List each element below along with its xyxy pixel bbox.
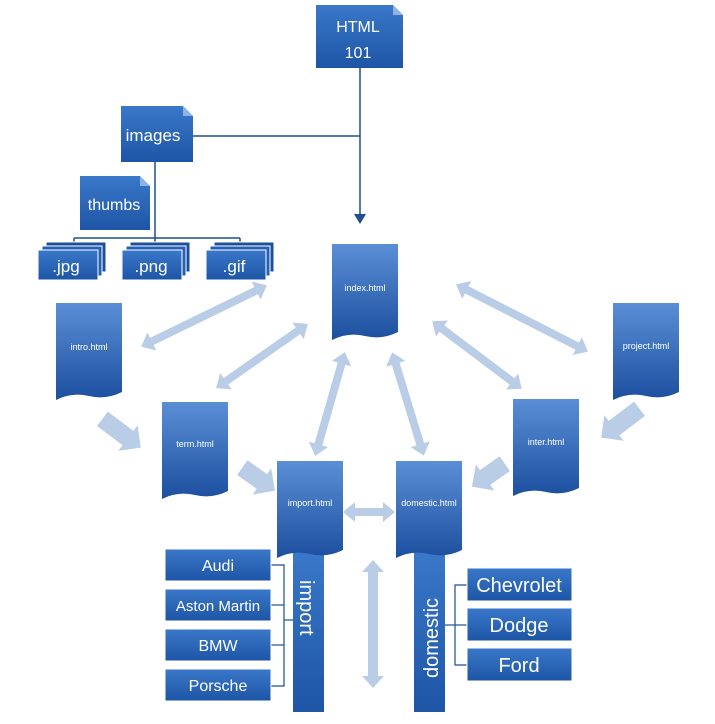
brand-label: Aston Martin	[176, 598, 260, 615]
node-images-folder[interactable]: images	[121, 106, 193, 162]
brand-label: BMW	[198, 638, 238, 655]
index-label: index.html	[344, 283, 385, 293]
arrow-intro-index	[141, 281, 267, 351]
domestic-label: domestic.html	[401, 498, 457, 508]
node-png-files[interactable]: .png	[121, 241, 191, 281]
brand-label: Ford	[498, 655, 539, 677]
node-gif-files[interactable]: .gif	[205, 241, 275, 281]
arrow-inter-domestic	[471, 456, 510, 491]
brand-audi[interactable]: Audi	[164, 548, 272, 582]
brand-label: Chevrolet	[476, 575, 562, 597]
thumbs-label: thumbs	[88, 197, 140, 214]
gif-label: .gif	[223, 257, 246, 276]
node-import-html[interactable]: import.html	[277, 461, 343, 558]
import-group-bar	[293, 550, 324, 712]
import-brand-bracket	[271, 564, 285, 687]
brand-dodge[interactable]: Dodge	[466, 607, 573, 642]
domestic-group-label: domestic	[421, 598, 443, 678]
brand-label: Dodge	[490, 615, 549, 637]
node-domestic-html[interactable]: domestic.html	[396, 461, 462, 558]
arrow-project-index	[456, 280, 588, 356]
term-label: term.html	[176, 439, 214, 449]
brand-ford[interactable]: Ford	[466, 647, 573, 682]
brand-chevrolet[interactable]: Chevrolet	[466, 567, 573, 602]
jpg-label: .jpg	[52, 257, 79, 276]
brand-connectors	[271, 564, 467, 687]
import-label: import.html	[288, 498, 333, 508]
brand-label: Porsche	[189, 678, 248, 695]
arrow-inter-index	[432, 320, 522, 390]
node-jpg-files[interactable]: .jpg	[37, 241, 107, 281]
brand-bmw[interactable]: BMW	[164, 628, 272, 662]
domestic-group-bar	[414, 550, 445, 712]
import-group-label: import	[295, 580, 317, 636]
arrow-import-index	[308, 352, 352, 456]
domestic-group: domestic	[414, 550, 445, 712]
root-label-line1: HTML	[336, 19, 380, 36]
node-intro-html[interactable]: intro.html	[56, 303, 122, 400]
intro-label: intro.html	[70, 342, 107, 352]
root-label-line2: 101	[345, 45, 372, 62]
tree-connectors	[73, 68, 366, 248]
import-group: import	[293, 550, 324, 712]
node-thumbs-folder[interactable]: thumbs	[80, 176, 150, 230]
brand-porsche[interactable]: Porsche	[164, 668, 272, 702]
arrow-project-inter	[601, 401, 645, 441]
brand-aston-martin[interactable]: Aston Martin	[164, 588, 272, 622]
images-label: images	[126, 126, 181, 145]
arrow-domestic-index	[386, 352, 430, 456]
arrow-intro-term	[97, 411, 141, 451]
arrow-import-domestic	[343, 502, 395, 522]
png-label: .png	[134, 257, 167, 276]
block-arrows	[97, 280, 645, 688]
root-to-index-arrowhead	[354, 214, 366, 224]
node-html-101[interactable]: HTML 101	[316, 5, 403, 68]
arrow-term-import	[237, 460, 276, 495]
import-brand-list: Audi Aston Martin BMW Porsche	[164, 548, 272, 702]
node-project-html[interactable]: project.html	[613, 303, 679, 400]
domestic-brand-list: Chevrolet Dodge Ford	[466, 567, 573, 682]
node-inter-html[interactable]: inter.html	[513, 399, 579, 496]
inter-label: inter.html	[528, 437, 565, 447]
arrow-groups-vertical	[362, 560, 384, 688]
node-index-html[interactable]: index.html	[332, 244, 398, 340]
arrow-term-index	[216, 322, 308, 390]
node-term-html[interactable]: term.html	[162, 402, 228, 499]
brand-label: Audi	[202, 558, 234, 575]
project-label: project.html	[623, 341, 670, 351]
